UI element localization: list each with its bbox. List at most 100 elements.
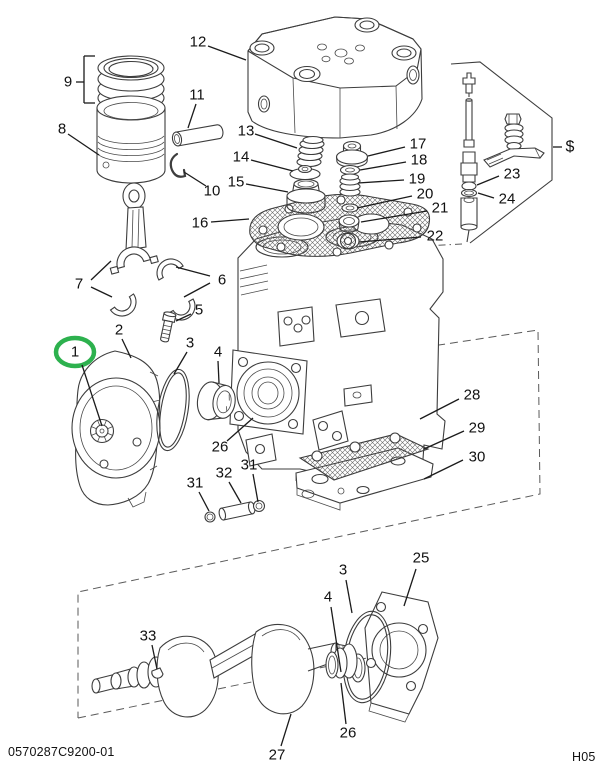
leader-line-7 <box>90 286 113 298</box>
callout-12: 12 <box>190 34 207 51</box>
unloader-assembly <box>460 72 545 243</box>
callout-28: 28 <box>464 387 481 404</box>
cap-21 <box>338 214 360 233</box>
washer-20 <box>341 203 359 213</box>
callout-5: 5 <box>195 302 203 319</box>
callout-25: 25 <box>413 550 430 567</box>
piston <box>96 95 166 184</box>
leader-line-19 <box>357 179 405 184</box>
dowel-pin <box>218 501 256 521</box>
leader-line-31 <box>252 473 259 503</box>
callout-33: 33 <box>140 628 157 645</box>
callout-31: 31 <box>187 475 204 492</box>
unloader-body <box>462 151 476 164</box>
highlight-circle <box>53 335 97 369</box>
leader-line-27 <box>280 713 292 747</box>
crankcase <box>229 217 446 479</box>
leader-line-13 <box>254 133 298 149</box>
valve-spring-19 <box>339 173 361 197</box>
leader-line-8 <box>67 133 100 156</box>
seal-stack-lower <box>325 643 358 679</box>
valve-spring-13 <box>296 135 325 168</box>
valve-cap-17 <box>335 140 369 168</box>
callout-26: 26 <box>340 725 357 742</box>
callout-19: 19 <box>409 171 426 188</box>
callout-9: 9 <box>64 74 72 91</box>
leader-line-26 <box>340 682 347 725</box>
leader-line-28 <box>419 398 460 420</box>
leader-line-20 <box>356 195 413 209</box>
leader-line-24 <box>477 192 495 199</box>
leader-line-26 <box>226 417 254 442</box>
leader-line-12 <box>207 45 247 61</box>
callout-3: 3 <box>339 562 347 579</box>
callout-29: 29 <box>469 420 486 437</box>
counterweight <box>156 635 219 718</box>
callout-32: 32 <box>216 465 233 482</box>
side-boss-port <box>406 65 420 85</box>
drawing-number: 0570287C9200-01 <box>8 745 115 759</box>
oring-upper <box>156 368 190 452</box>
leader-line-2 <box>121 338 132 359</box>
leader-line-5 <box>175 313 192 322</box>
unloader-fork <box>483 147 545 168</box>
oring-small-right <box>252 499 266 513</box>
callout-14: 14 <box>233 149 250 166</box>
leader-line-31 <box>198 491 210 512</box>
cooling-fins <box>239 264 269 296</box>
callout-6: 6 <box>218 272 226 289</box>
piston-ring-set <box>97 55 165 111</box>
cylinder-head <box>247 16 423 139</box>
valve-seat-15 <box>286 178 326 214</box>
callout-17: 17 <box>410 136 427 153</box>
leader-line-7 <box>90 260 112 281</box>
bottom-gasket <box>298 432 430 481</box>
leader-line-3 <box>345 579 353 614</box>
callout-20: 20 <box>417 186 434 203</box>
leader-line-22 <box>358 236 422 243</box>
leader-line-11 <box>187 103 197 129</box>
callout-26: 26 <box>212 439 229 456</box>
bolt <box>160 311 177 343</box>
leader-line-30 <box>423 459 464 480</box>
leader-line-23 <box>476 175 500 186</box>
callout-4: 4 <box>324 589 332 606</box>
sheet-code: H05 <box>572 750 596 764</box>
counterweight <box>251 623 315 715</box>
unloader-oring-24 <box>460 188 478 198</box>
unloader-stem <box>465 99 473 141</box>
leader-line-4 <box>330 606 342 673</box>
rod-cap <box>109 246 159 275</box>
unloader-plunger <box>462 72 476 85</box>
callout-31: 31 <box>241 457 258 474</box>
callout-1: 1 <box>71 344 79 361</box>
woodruff-key <box>151 667 164 679</box>
leader-line-25 <box>403 568 417 607</box>
callout-$: $ <box>566 139 575 156</box>
callout-layer: 1234567891011121314151617181920212223242… <box>58 34 575 764</box>
drive-bearing <box>89 418 115 444</box>
unloader-spring-nut <box>504 113 524 151</box>
callout-8: 8 <box>58 121 66 138</box>
callout-30: 30 <box>469 449 486 466</box>
leader-line-29 <box>423 430 465 450</box>
side-port <box>257 95 271 113</box>
leader-line-3 <box>173 351 188 375</box>
callout-15: 15 <box>228 174 245 191</box>
callout-22: 22 <box>427 228 444 245</box>
leader-line-4 <box>217 360 220 384</box>
callout-4: 4 <box>214 344 222 361</box>
crankshaft <box>91 623 356 718</box>
connecting-rod <box>109 182 159 275</box>
callout-23: 23 <box>504 166 521 183</box>
leader-line-10 <box>183 171 207 187</box>
seal-ring-upper <box>196 381 236 421</box>
washer-18 <box>339 164 361 176</box>
oring-small-left <box>204 511 216 523</box>
leader-line-6 <box>175 266 211 277</box>
callout-18: 18 <box>411 152 428 169</box>
leader-line-16 <box>210 218 250 223</box>
leader-line-6 <box>183 282 211 298</box>
